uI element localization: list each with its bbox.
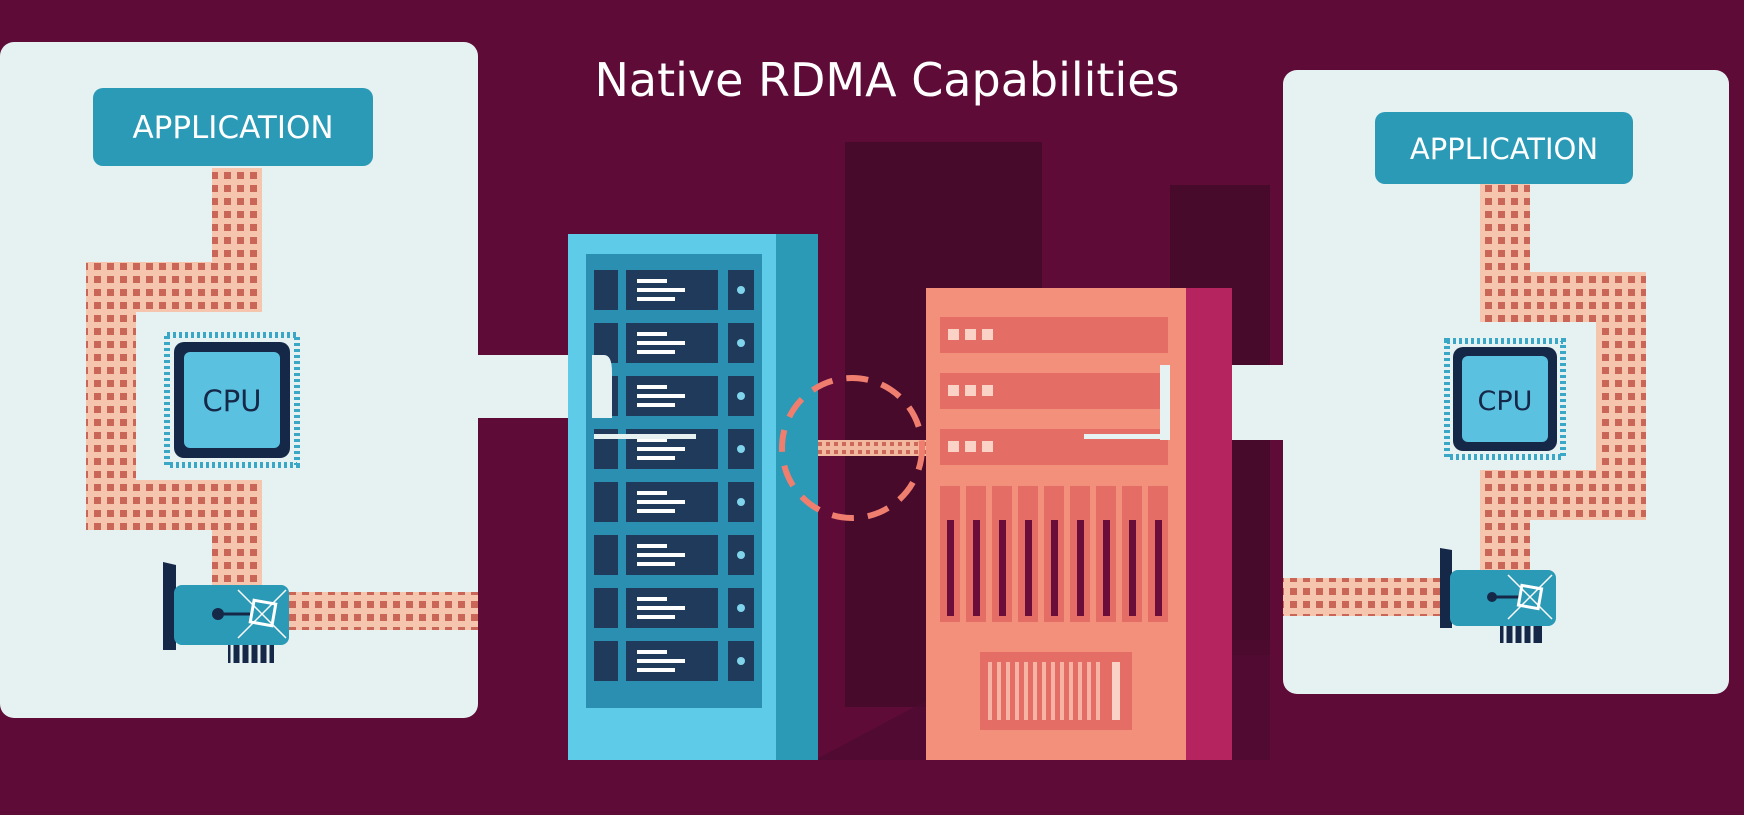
tower-slot-gap — [947, 520, 954, 616]
vent-line — [1087, 662, 1091, 720]
left-application-box: APPLICATION — [93, 88, 373, 166]
tower-server-icon — [926, 288, 1232, 760]
right-cpu-chip-icon: CPU — [1444, 338, 1566, 460]
right-network-card-icon — [1440, 548, 1556, 643]
tower-vent — [988, 662, 1120, 720]
rack-unit — [594, 323, 754, 363]
rdma-link — [779, 375, 926, 521]
right-cpu-label: CPU — [1478, 386, 1533, 417]
vent-line — [1096, 662, 1100, 720]
tower-drive-bay — [940, 373, 1168, 409]
vent-line — [1069, 662, 1073, 720]
rack-unit — [594, 270, 754, 310]
right-data-path — [1283, 180, 1646, 616]
left-host-panel: APPLICATION CPU — [0, 42, 610, 718]
tower-slots — [940, 486, 1168, 622]
vent-line — [1033, 662, 1037, 720]
vent-line — [1024, 662, 1028, 720]
vent-line — [1042, 662, 1046, 720]
page-title: Native RDMA Capabilities — [594, 53, 1179, 107]
tower-slot-gap — [1155, 520, 1162, 616]
vent-line — [997, 662, 1001, 720]
vent-line — [1060, 662, 1064, 720]
rack-server-icon — [568, 234, 818, 760]
right-application-box: APPLICATION — [1375, 112, 1633, 184]
left-cpu-label: CPU — [203, 384, 262, 418]
rack-unit — [594, 535, 754, 575]
vent-line — [1051, 662, 1055, 720]
vent-line — [1078, 662, 1082, 720]
rack-unit — [594, 588, 754, 628]
tower-slot-gap — [973, 520, 980, 616]
tower-slot-gap — [1025, 520, 1032, 616]
rack-unit — [594, 376, 754, 416]
vent-line — [1006, 662, 1010, 720]
tower-bays — [940, 317, 1168, 465]
vent-line — [988, 662, 992, 720]
tower-slot-gap — [1077, 520, 1084, 616]
tower-slot-gap — [1103, 520, 1110, 616]
tower-drive-bay — [940, 317, 1168, 353]
tower-slot-gap — [1129, 520, 1136, 616]
left-network-card-icon — [163, 562, 289, 663]
tower-slot-gap — [999, 520, 1006, 616]
left-application-label: APPLICATION — [132, 110, 333, 146]
left-data-path — [86, 168, 478, 630]
vent-handle — [1112, 662, 1120, 720]
host-connectors — [592, 355, 1170, 440]
right-application-label: APPLICATION — [1410, 132, 1598, 166]
left-cpu-chip-icon: CPU — [164, 332, 300, 468]
tower-slot-gap — [1051, 520, 1058, 616]
rack-unit — [594, 482, 754, 522]
rack-unit — [594, 641, 754, 681]
vent-line — [1015, 662, 1019, 720]
